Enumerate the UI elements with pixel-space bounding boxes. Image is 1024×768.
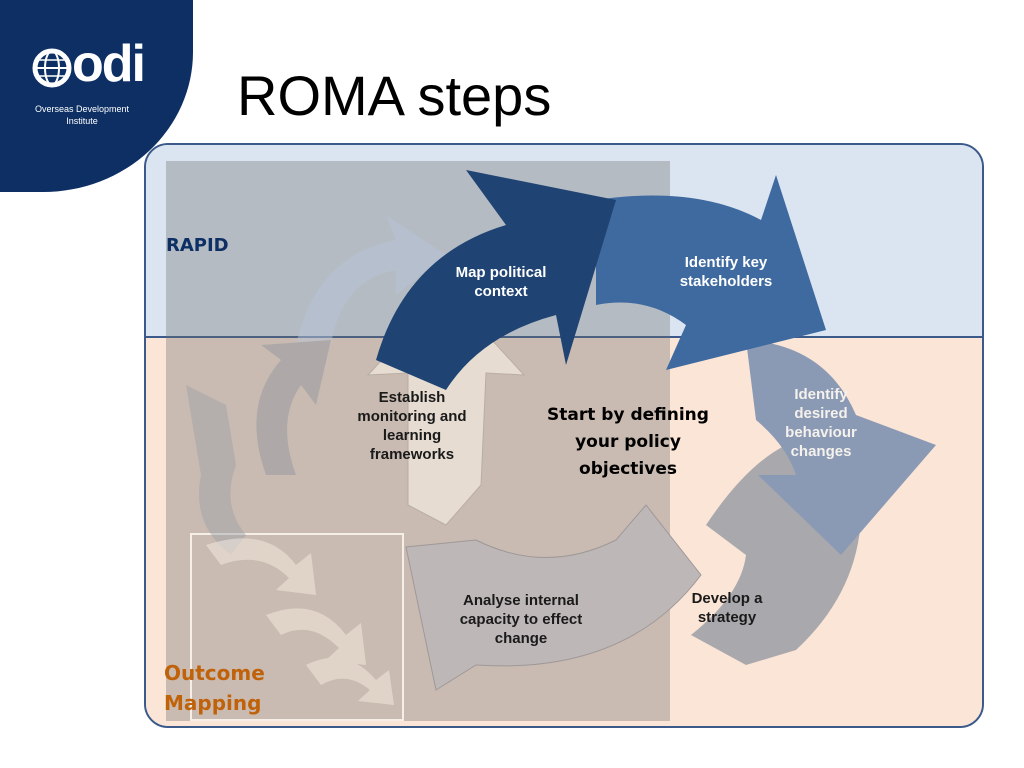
globe-icon — [32, 48, 72, 88]
arrow-identify-behaviour — [746, 340, 936, 555]
odi-logo-mark: odi — [72, 35, 146, 93]
outcome-mapping-inset — [190, 533, 404, 721]
arrow-identify-stakeholders — [596, 175, 826, 370]
outcome-mapping-swirl — [206, 538, 394, 705]
odi-org-name: Overseas Development Institute — [34, 104, 130, 126]
step-map-political-context: Map political context — [455, 264, 547, 300]
step-develop-strategy: Develop a strategy — [691, 590, 763, 626]
arrow-analyse-capacity — [405, 504, 702, 691]
center-instruction: Start by defining your policy objectives — [547, 405, 709, 479]
roma-diagram: RAPID Outcome Mapping Map political cont… — [144, 143, 984, 728]
background-cycle-arrows — [186, 215, 446, 555]
arrow-map-political-context — [376, 170, 616, 390]
step-identify-behaviour-changes: Identify desired behaviour changes — [785, 386, 857, 460]
step-identify-key-stakeholders: Identify key stakeholders — [679, 254, 773, 290]
step-analyse-capacity: Analyse internal capacity to effect chan… — [459, 592, 583, 647]
outcome-mapping-label: Outcome Mapping — [164, 661, 265, 715]
step-establish-monitoring: Establish monitoring and learning framew… — [357, 389, 467, 463]
cycle-arrows — [186, 170, 936, 705]
slide-title: ROMA steps — [237, 64, 552, 127]
rapid-label: RAPID — [166, 235, 229, 256]
